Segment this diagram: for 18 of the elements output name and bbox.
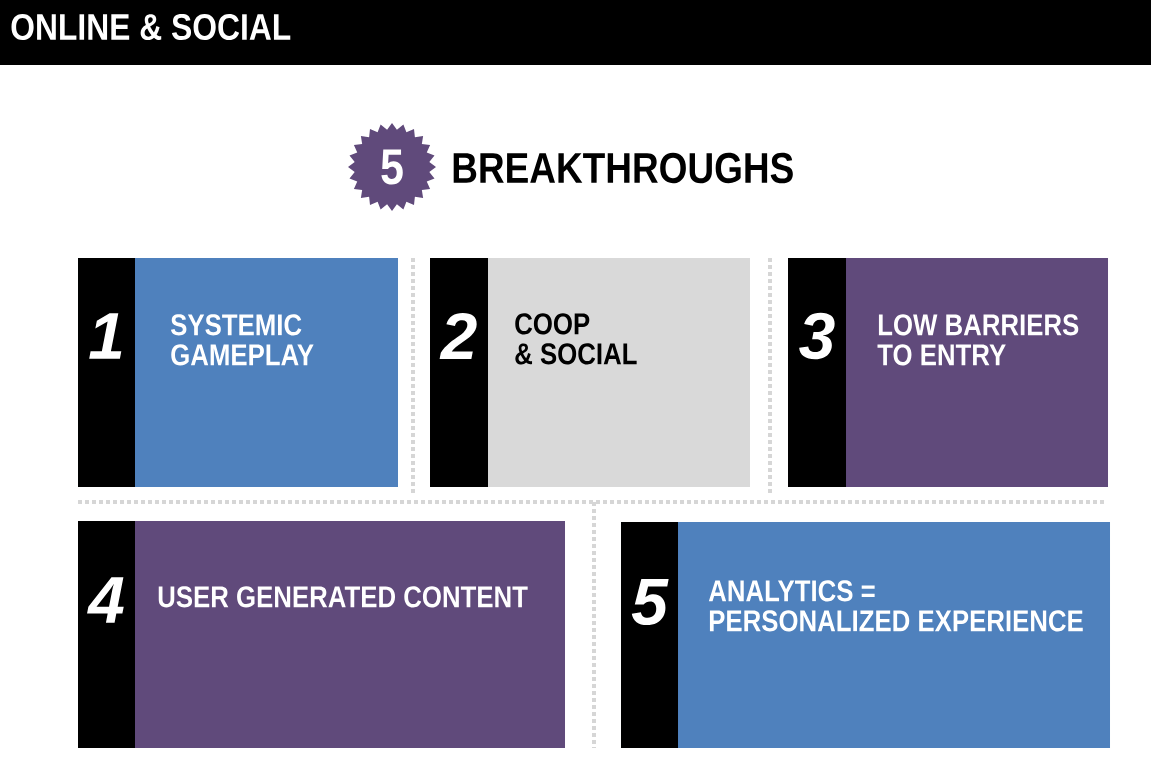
card-number: 5	[631, 579, 669, 626]
numbered-card	[788, 258, 1108, 487]
numbered-card	[78, 258, 398, 487]
card-title: SYSTEMIC GAMEPLAY	[170, 314, 314, 366]
card-number: 4	[87, 577, 124, 623]
numbered-card	[430, 258, 750, 487]
card-title: COOP & SOCIAL	[515, 313, 637, 365]
title-bar: ONLINE & SOCIAL	[0, 0, 1151, 65]
numbered-card	[621, 522, 1110, 748]
card-title: LOW BARRIERS TO ENTRY	[877, 314, 1079, 366]
card-title: ANALYTICS = PERSONALIZED EXPERIENCE	[708, 580, 1083, 632]
card-number: 3	[799, 312, 835, 360]
card-number: 1	[89, 313, 122, 359]
heading: BREAKTHROUGHS	[453, 152, 793, 184]
numbered-card	[78, 521, 565, 748]
card-title: USER GENERATED CONTENT	[158, 586, 528, 608]
starburst-badge: 5	[348, 123, 436, 211]
card-number: 2	[439, 312, 477, 360]
